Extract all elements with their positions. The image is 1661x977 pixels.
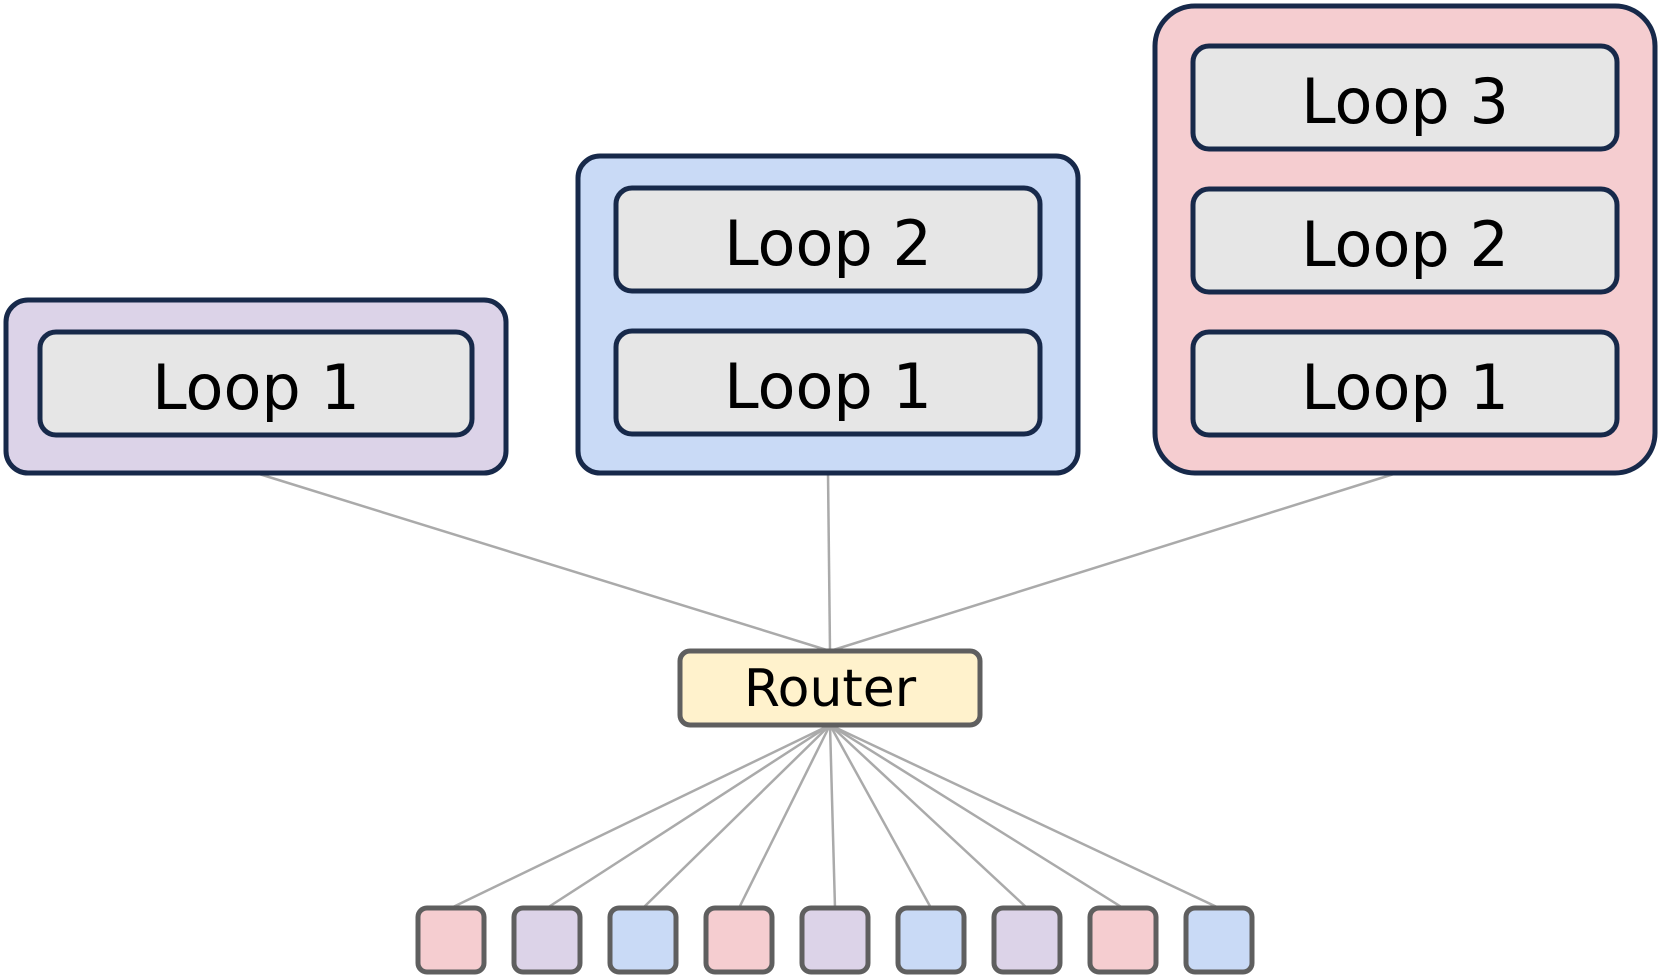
edges <box>255 471 1398 910</box>
loop-label: Loop 3 <box>1301 65 1509 138</box>
router: Router <box>677 648 983 728</box>
group-router-edge <box>829 471 1398 653</box>
router-token-edge <box>829 723 1220 910</box>
router-token-edge <box>642 724 831 909</box>
token-blue <box>895 905 967 975</box>
token-purple <box>799 905 871 975</box>
loop-label: Loop 2 <box>724 207 932 280</box>
token-red <box>703 905 775 975</box>
group-router-edge <box>255 471 831 653</box>
loop-box: Loop 2 <box>613 185 1043 294</box>
token-purple <box>511 905 583 975</box>
router-token-edge <box>828 724 837 909</box>
loop-box: Loop 1 <box>613 328 1043 437</box>
router-token-edge <box>737 724 832 909</box>
loop-group-3: Loop 3 Loop 2 Loop 1 <box>1152 3 1658 476</box>
tokens <box>415 905 1255 975</box>
router-token-edge <box>829 724 1028 909</box>
loop-box: Loop 1 <box>1190 329 1620 438</box>
loop-label: Loop 1 <box>724 350 932 423</box>
router-label: Router <box>744 659 917 719</box>
token-purple <box>991 905 1063 975</box>
router-token-edge <box>828 724 933 909</box>
token-blue <box>1183 905 1255 975</box>
loop-rect <box>1190 43 1620 152</box>
loop-group-1: Loop 1 <box>3 297 509 476</box>
loop-label: Loop 2 <box>1301 208 1509 281</box>
router-token-edge <box>829 723 1124 910</box>
loop-box: Loop 2 <box>1190 186 1620 295</box>
loop-rect <box>37 329 475 438</box>
group-router-edge <box>826 472 832 652</box>
loop-box: Loop 3 <box>1190 43 1620 152</box>
loop-rect <box>1190 186 1620 295</box>
loop-box: Loop 1 <box>37 329 475 438</box>
router-token-edge <box>546 723 831 910</box>
token-blue <box>607 905 679 975</box>
loop-group-2: Loop 2 Loop 1 <box>575 153 1081 476</box>
loop-label: Loop 1 <box>152 351 360 424</box>
router-box <box>677 648 983 728</box>
loop-rect <box>613 185 1043 294</box>
router-token-edge <box>450 723 831 910</box>
token-red <box>1087 905 1159 975</box>
loop-rect <box>1190 329 1620 438</box>
loop-groups: Loop 1 Loop 2 Loop 1 Loop 3 Loop 2 Loop 1 <box>3 3 1658 476</box>
token-red <box>415 905 487 975</box>
loop-label: Loop 1 <box>1301 351 1509 424</box>
loop-rect <box>613 328 1043 437</box>
